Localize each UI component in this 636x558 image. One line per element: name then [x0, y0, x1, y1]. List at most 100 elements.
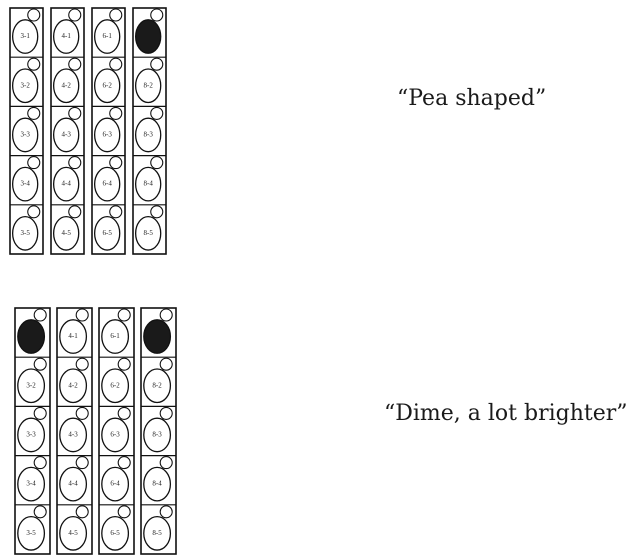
electrode-label: 4-1: [68, 332, 78, 340]
electrode-label: 8-3: [152, 431, 162, 439]
contact-dot: [118, 358, 130, 370]
contact-dot: [76, 506, 88, 518]
electrode-cell: 8-5: [141, 505, 176, 550]
electrode-strip: 8-2 8-3 8-4 8-5: [141, 308, 176, 554]
contact-dot: [118, 407, 130, 419]
electrode-cell: 6-2: [99, 357, 134, 402]
electrode-cell: 6-5: [92, 205, 125, 250]
electrode-cell: 8-3: [133, 106, 166, 151]
electrode-cell: 4-5: [51, 205, 84, 250]
electrode-strip: 6-1 6-2 6-3 6-4 6-5: [92, 8, 125, 254]
electrode-cell: 8-3: [141, 406, 176, 451]
contact-dot: [160, 457, 172, 469]
electrode-cell: 4-3: [57, 406, 92, 451]
electrode-cell: 6-2: [92, 57, 125, 102]
electrode-cell: 4-1: [60, 309, 88, 353]
electrode-label: 6-1: [110, 332, 120, 340]
contact-dot: [151, 107, 163, 119]
electrode-cell: 4-3: [51, 106, 84, 151]
electrode-strip: 3-1 3-2 3-3 3-4 3-5: [10, 8, 43, 254]
contact-dot: [118, 457, 130, 469]
electrode-label: 6-5: [103, 229, 113, 237]
contact-dot: [69, 9, 81, 21]
contact-dot: [69, 58, 81, 70]
contact-dot: [118, 309, 130, 321]
contact-dot: [34, 457, 46, 469]
contact-dot: [110, 206, 122, 218]
electrode-cell: 3-5: [10, 205, 43, 250]
contact-dot: [28, 107, 40, 119]
electrode-label: 4-1: [62, 32, 72, 40]
electrode-label: 3-5: [26, 529, 36, 537]
contact-dot: [151, 9, 163, 21]
electrode-cell: 6-3: [99, 406, 134, 451]
electrode-cell: 3-3: [15, 406, 50, 451]
electrode-label: 3-5: [21, 229, 31, 237]
electrode-label: 6-4: [103, 180, 113, 188]
panel-caption-pea-shaped: “Pea shaped”: [397, 88, 546, 110]
stimulated-electrode: [144, 320, 171, 353]
electrode-label: 6-3: [103, 131, 113, 139]
contact-dot: [160, 506, 172, 518]
electrode-label: 6-5: [110, 529, 120, 537]
electrode-cell: 3-4: [10, 156, 43, 201]
stimulated-electrode: [18, 320, 45, 353]
electrode-label: 4-3: [62, 131, 72, 139]
contact-dot: [28, 58, 40, 70]
contact-dot: [34, 506, 46, 518]
contact-dot: [160, 407, 172, 419]
panel-1: 3-13-23-33-43-54-14-24-34-44-56-16-26-36…: [10, 8, 166, 254]
electrode-label: 3-1: [21, 32, 31, 40]
electrode-label: 8-3: [144, 131, 154, 139]
electrode-label: 6-1: [103, 32, 113, 40]
electrode-cell: 4-1: [54, 9, 81, 53]
electrode-strip: 3-2 3-3 3-4 3-5: [15, 308, 50, 554]
contact-dot: [76, 309, 88, 321]
electrode-cell: 4-2: [51, 57, 84, 102]
electrode-label: 3-2: [26, 381, 36, 389]
electrode-label: 8-5: [144, 229, 154, 237]
electrode-cell: 6-3: [92, 106, 125, 151]
electrode-cell: 4-5: [57, 505, 92, 550]
contact-dot: [110, 107, 122, 119]
contact-dot: [110, 9, 122, 21]
panel-caption-dime-brighter: “Dime, a lot brighter”: [384, 403, 628, 425]
panel-2: 3-23-33-43-54-14-24-34-44-56-16-26-36-46…: [15, 308, 176, 554]
contact-dot: [151, 206, 163, 218]
electrode-cell: [144, 309, 172, 353]
contact-dot: [34, 407, 46, 419]
electrode-label: 8-2: [152, 381, 162, 389]
electrode-cell: [136, 9, 163, 53]
electrode-label: 4-2: [68, 381, 78, 389]
electrode-label: 8-4: [144, 180, 154, 188]
contact-dot: [160, 309, 172, 321]
electrode-label: 8-4: [152, 480, 162, 488]
contact-dot: [28, 9, 40, 21]
electrode-label: 3-4: [21, 180, 31, 188]
electrode-label: 8-5: [152, 529, 162, 537]
electrode-cell: 4-2: [57, 357, 92, 402]
electrode-cell: 8-4: [133, 156, 166, 201]
electrode-label: 3-3: [26, 431, 36, 439]
electrode-cell: 3-3: [10, 106, 43, 151]
electrode-strip: 6-16-26-36-46-5: [99, 308, 134, 554]
electrode-label: 3-3: [21, 131, 31, 139]
electrode-cell: 3-2: [10, 57, 43, 102]
electrode-label: 6-2: [110, 381, 120, 389]
electrode-label: 4-4: [68, 480, 78, 488]
electrode-cell: 8-2: [141, 357, 176, 402]
electrode-cell: 3-4: [15, 456, 50, 501]
contact-dot: [76, 407, 88, 419]
electrode-cell: 6-5: [99, 505, 134, 550]
electrode-label: 4-5: [62, 229, 72, 237]
electrode-label: 6-2: [103, 81, 113, 89]
contact-dot: [28, 157, 40, 169]
electrode-cell: 4-4: [57, 456, 92, 501]
electrode-cell: 8-5: [133, 205, 166, 250]
electrode-cell: 6-4: [92, 156, 125, 201]
contact-dot: [69, 157, 81, 169]
electrode-cell: 8-4: [141, 456, 176, 501]
contact-dot: [28, 206, 40, 218]
electrode-cell: [18, 309, 46, 353]
